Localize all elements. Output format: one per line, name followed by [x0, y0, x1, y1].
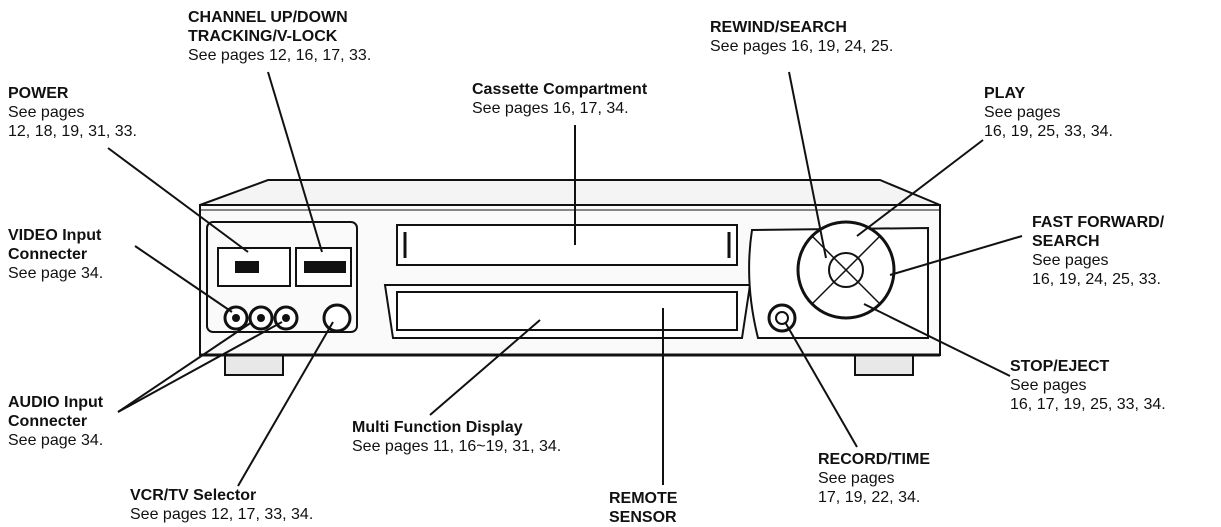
record-button [767, 303, 797, 333]
callout-record: RECORD/TIME See pages 17, 19, 22, 34. [818, 450, 930, 507]
stop-eject-pages: See pages 16, 17, 19, 25, 33, 34. [1010, 377, 1166, 413]
audio-input-pages: See page 34. [8, 432, 104, 449]
power-pages: See pages 12, 18, 19, 31, 33. [8, 104, 137, 140]
power-button [217, 247, 291, 287]
cassette-pages: See pages 16, 17, 34. [472, 100, 629, 117]
vcr-tv-label: VCR/TV Selector [130, 487, 257, 504]
multi-display-pages: See pages 11, 16~19, 31, 34. [352, 438, 562, 455]
callout-cassette: Cassette Compartment See pages 16, 17, 3… [472, 80, 647, 118]
callout-play: PLAY See pages 16, 19, 25, 33, 34. [984, 84, 1113, 141]
leader-stop-eject [863, 303, 1011, 377]
leader-power [107, 147, 249, 253]
callout-rewind: REWIND/SEARCH See pages 16, 19, 24, 25. [710, 18, 893, 56]
multi-display-label: Multi Function Display [352, 419, 523, 436]
leader-lines [107, 71, 1023, 487]
leader-audio-input-1 [117, 321, 253, 413]
leader-video-input [134, 245, 233, 313]
callout-multi-display: Multi Function Display See pages 11, 16~… [352, 418, 561, 456]
play-label: PLAY [984, 85, 1026, 102]
video-input-label: VIDEO Input Connecter [8, 227, 102, 263]
callout-audio-input: AUDIO Input Connecter See page 34. [8, 393, 103, 450]
channel-pages: See pages 12, 16, 17, 33. [188, 47, 372, 64]
transport-dial [796, 220, 896, 320]
play-pages: See pages 16, 19, 25, 33, 34. [984, 104, 1113, 140]
leader-play [856, 139, 984, 237]
ff-pages: See pages 16, 19, 24, 25, 33. [1032, 252, 1161, 288]
leader-record [784, 321, 858, 448]
vcr-tv-selector-button [322, 303, 352, 333]
ff-label: FAST FORWARD/ SEARCH [1032, 214, 1165, 250]
cassette-label: Cassette Compartment [472, 81, 648, 98]
cassette-compartment [396, 224, 738, 266]
channel-label: CHANNEL UP/DOWN TRACKING/V-LOCK [188, 9, 348, 45]
leader-ff [889, 235, 1023, 276]
leader-multi-display [429, 319, 541, 416]
multi-function-display [383, 284, 752, 339]
record-label: RECORD/TIME [818, 451, 930, 468]
vcr-tv-pages: See pages 12, 17, 33, 34. [130, 506, 314, 523]
callout-video-input: VIDEO Input Connecter See page 34. [8, 226, 103, 283]
remote-sensor-label: REMOTE SENSOR [609, 490, 678, 526]
video-input-pages: See page 34. [8, 265, 104, 282]
callout-stop-eject: STOP/EJECT See pages 16, 17, 19, 25, 33,… [1010, 357, 1166, 414]
leader-channel [267, 71, 323, 253]
leader-rewind [788, 71, 827, 259]
leader-audio-input-2 [117, 321, 283, 413]
audio-input-jack-left [248, 305, 274, 331]
stop-eject-label: STOP/EJECT [1010, 358, 1110, 375]
rewind-pages: See pages 16, 19, 24, 25. [710, 38, 894, 55]
callout-remote-sensor: REMOTE SENSOR [609, 489, 677, 527]
rewind-label: REWIND/SEARCH [710, 19, 847, 36]
callout-ff: FAST FORWARD/ SEARCH See pages 16, 19, 2… [1032, 213, 1164, 289]
audio-input-label: AUDIO Input Connecter [8, 394, 104, 430]
callout-vcr-tv: VCR/TV Selector See pages 12, 17, 33, 34… [130, 486, 313, 524]
callout-power: POWER See pages 12, 18, 19, 31, 33. [8, 84, 137, 141]
leader-vcr-tv [237, 321, 334, 487]
power-label: POWER [8, 85, 69, 102]
callout-channel: CHANNEL UP/DOWN TRACKING/V-LOCK See page… [188, 8, 371, 65]
video-input-jack [223, 305, 249, 331]
audio-input-jack-right [273, 305, 299, 331]
channel-button [295, 247, 352, 287]
record-pages: See pages 17, 19, 22, 34. [818, 470, 921, 506]
